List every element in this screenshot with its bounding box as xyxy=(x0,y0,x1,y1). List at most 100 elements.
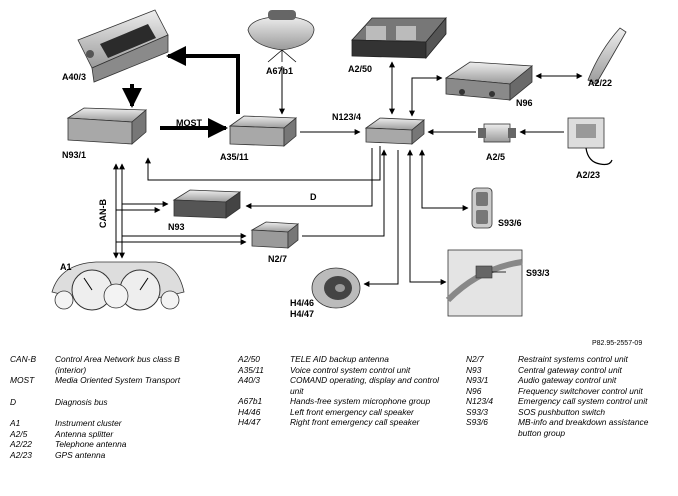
legend-desc: Emergency call system control unit xyxy=(518,396,648,406)
legend-code: MOST xyxy=(10,375,35,385)
audio-gateway-device xyxy=(66,107,148,145)
legend-desc: TELE AID backup antenna xyxy=(290,354,389,364)
legend-desc: Left front emergency call speaker xyxy=(290,406,414,417)
connections xyxy=(113,46,583,287)
legend-item: A2/23 GPS antenna xyxy=(10,450,230,461)
legend-desc: GPS antenna xyxy=(55,449,106,460)
legend-desc: Voice control system control unit xyxy=(290,364,411,375)
frequency-switchover-device xyxy=(444,61,534,101)
legend-desc: Central gateway control unit xyxy=(518,364,622,375)
legend-code: H4/46 xyxy=(238,406,261,417)
legend-desc: Instrument cluster xyxy=(55,418,122,428)
label-n2-7: N2/7 xyxy=(268,254,287,264)
system-diagram: A40/3 A67b1 A2/50 A2/22 N96 N93/1 A35/11… xyxy=(51,9,627,319)
voice-control-device xyxy=(228,115,298,147)
label-a2-22: A2/22 xyxy=(588,78,612,88)
label-can-b: CAN-B xyxy=(98,199,108,228)
legend-code: A67b1 xyxy=(238,396,263,406)
legend-code: A2/5 xyxy=(10,428,28,439)
legend-desc: Audio gateway control unit xyxy=(518,375,617,385)
legend-desc: Media Oriented System Transport xyxy=(55,375,181,385)
emergency-speaker-device xyxy=(311,267,361,309)
legend-desc: Right front emergency call speaker xyxy=(290,417,420,427)
legend-code: A2/22 xyxy=(10,439,32,449)
restraint-systems-device xyxy=(250,221,300,249)
legend-column-1: CAN-B Control Area Network bus class B (i… xyxy=(10,354,230,460)
legend-desc: Antenna splitter xyxy=(55,428,114,439)
telephone-antenna-device xyxy=(587,27,627,85)
legend-desc: COMAND operating, display and control un… xyxy=(290,375,439,396)
legend-desc: Diagnosis bus xyxy=(55,396,108,407)
label-d-bus: D xyxy=(310,192,317,202)
legend-item: A1 Instrument cluster xyxy=(10,418,230,429)
legend-item: N2/7 Restraint systems control unit xyxy=(466,354,674,365)
microphone-group-device xyxy=(247,10,315,63)
legend-code: D xyxy=(10,396,17,407)
legend-item: MOST Media Oriented System Transport xyxy=(10,375,230,386)
legend-desc: Restraint systems control unit xyxy=(518,354,628,364)
legend-code: N96 xyxy=(466,385,482,396)
emergency-call-device xyxy=(364,117,426,145)
legend-code: A35/11 xyxy=(238,364,264,375)
label-h4-47: H4/47 xyxy=(290,309,314,319)
comand-unit-device xyxy=(77,9,169,83)
legend-item: CAN-B Control Area Network bus class B (i… xyxy=(10,354,230,375)
legend-code: A40/3 xyxy=(238,375,260,385)
legend-item: S93/6 MB-info and breakdown assistance bu… xyxy=(466,417,674,438)
legend-desc: Frequency switchover control unit xyxy=(518,385,643,396)
gps-antenna-device xyxy=(567,117,613,166)
legend-code: A2/50 xyxy=(238,354,260,364)
legend-item: A2/22 Telephone antenna xyxy=(10,439,230,450)
legend-item: A2/5 Antenna splitter xyxy=(10,429,230,440)
label-n96: N96 xyxy=(516,98,533,108)
legend-column-3: N2/7 Restraint systems control unit N93 Ce… xyxy=(466,354,674,438)
label-a40-3: A40/3 xyxy=(62,72,86,82)
label-s93-6: S93/6 xyxy=(498,218,522,228)
legend-code: CAN-B xyxy=(10,354,37,364)
label-h4-46: H4/46 xyxy=(290,298,314,308)
antenna-splitter-device xyxy=(478,123,516,143)
label-most: MOST xyxy=(176,118,203,128)
legend-column-2: A2/50 TELE AID backup antenna A35/11 Voice… xyxy=(238,354,460,428)
legend-item: N93/1 Audio gateway control unit xyxy=(466,375,674,386)
legend-desc: Telephone antenna xyxy=(55,439,127,449)
legend-item: A67b1 Hands-free system microphone group xyxy=(238,396,460,407)
legend-code: N93 xyxy=(466,364,482,375)
label-a2-50: A2/50 xyxy=(348,64,372,74)
legend-code: A2/23 xyxy=(10,449,32,460)
label-s93-3: S93/3 xyxy=(526,268,550,278)
legend-code: A1 xyxy=(10,418,21,428)
legend-item: D Diagnosis bus xyxy=(10,397,230,408)
legend-code: N93/1 xyxy=(466,375,489,385)
legend-item: N96 Frequency switchover control unit xyxy=(466,386,674,397)
instrument-cluster-device xyxy=(51,261,185,311)
legend-item: H4/47 Right front emergency call speaker xyxy=(238,417,460,428)
legend-item: S93/3 SOS pushbutton switch xyxy=(466,407,674,418)
legend-code: H4/47 xyxy=(238,417,261,427)
label-a1: A1 xyxy=(60,262,72,272)
legend-item: N93 Central gateway control unit xyxy=(466,365,674,376)
legend-code: N2/7 xyxy=(466,354,484,364)
legend-item: A40/3 COMAND operating, display and contr… xyxy=(238,375,460,396)
label-a35-11: A35/11 xyxy=(220,152,249,162)
legend-code: S93/3 xyxy=(466,406,488,417)
legend-desc: Hands-free system microphone group xyxy=(290,396,431,406)
backup-antenna-device xyxy=(351,16,447,60)
sos-pushbutton-device xyxy=(445,249,523,317)
mb-info-button-device xyxy=(471,187,493,229)
central-gateway-device xyxy=(172,189,242,219)
legend-desc: SOS pushbutton switch xyxy=(518,406,606,417)
legend-desc: Control Area Network bus class B (interi… xyxy=(55,354,180,375)
legend-item: H4/46 Left front emergency call speaker xyxy=(238,407,460,418)
legend-desc: MB-info and breakdown assistance button … xyxy=(518,417,649,438)
label-n93: N93 xyxy=(168,222,185,232)
figure-reference: P82.95-2557-09 xyxy=(592,340,643,347)
legend-item: A35/11 Voice control system control unit xyxy=(238,365,460,376)
legend-code: S93/6 xyxy=(466,417,488,427)
label-a2-5: A2/5 xyxy=(486,152,505,162)
label-n93-1: N93/1 xyxy=(62,150,86,160)
label-n123-4: N123/4 xyxy=(332,112,361,122)
legend-item: A2/50 TELE AID backup antenna xyxy=(238,354,460,365)
label-a2-23: A2/23 xyxy=(576,170,600,180)
